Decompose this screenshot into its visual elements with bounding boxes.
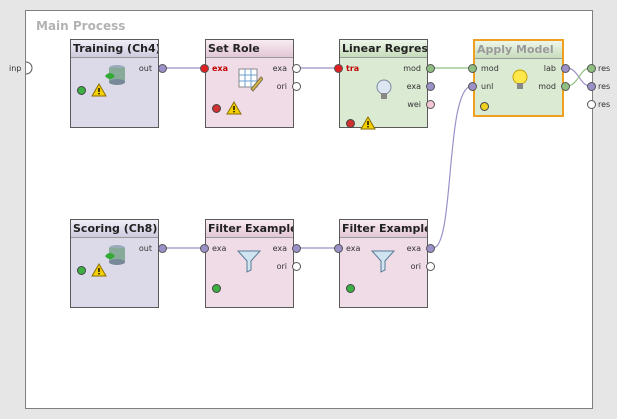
process-output-port-3[interactable] [587, 100, 596, 109]
process-input-label: inp [9, 64, 22, 73]
operator-training[interactable]: Training (Ch4) out [70, 39, 159, 128]
operator-title: Set Role [206, 40, 293, 58]
operator-title: Filter Examples [206, 220, 293, 238]
operator-title: Training (Ch4) [71, 40, 158, 58]
port-label-ori-out: ori [276, 82, 287, 91]
process-output-label-1: res [598, 64, 611, 73]
port-label-ori-out: ori [276, 262, 287, 271]
warning-icon [91, 263, 107, 277]
filter1-exa-out-port[interactable] [292, 244, 301, 253]
linreg-wei-out-port[interactable] [426, 100, 435, 109]
funnel-icon [236, 250, 262, 273]
operator-title: Linear Regres... [340, 40, 427, 58]
port-label-lab-out: lab [543, 64, 556, 73]
apply-mod-in-port[interactable] [468, 64, 477, 73]
port-label-exa-out: exa [406, 244, 421, 253]
setrole-ori-out-port[interactable] [292, 82, 301, 91]
warning-icon [226, 101, 242, 115]
process-output-label-3: res [598, 100, 611, 109]
port-label-tra-in: tra [346, 64, 360, 73]
filter1-exa-in-port[interactable] [200, 244, 209, 253]
training-out-port[interactable] [158, 64, 167, 73]
operator-title: Apply Model [475, 41, 562, 59]
status-ok-icon [77, 266, 86, 275]
filter2-exa-in-port[interactable] [334, 244, 343, 253]
port-label-ori-out: ori [410, 262, 421, 271]
warning-icon [91, 83, 107, 97]
port-label-unl-in: unl [481, 82, 494, 91]
database-icon [105, 245, 125, 265]
port-label-exa-in: exa [346, 244, 361, 253]
process-output-port-1[interactable] [587, 64, 596, 73]
status-ok-icon [212, 284, 221, 293]
process-output-label-2: res [598, 82, 611, 91]
lightbulb-lit-icon [512, 69, 528, 89]
port-label-out: out [138, 244, 152, 253]
process-output-port-2[interactable] [587, 82, 596, 91]
database-icon [105, 65, 125, 85]
linreg-tra-in-port[interactable] [334, 64, 343, 73]
operator-filter-examples-1[interactable]: Filter Examples exa exa ori [205, 219, 294, 308]
operator-apply-model[interactable]: Apply Model mod unl lab mod [473, 39, 564, 117]
port-label-wei-out: wei [407, 100, 421, 109]
filter2-exa-out-port[interactable] [426, 244, 435, 253]
operator-title: Filter Example... [340, 220, 427, 238]
port-label-exa-in: exa [212, 64, 228, 73]
linreg-exa-out-port[interactable] [426, 82, 435, 91]
status-error-icon [212, 104, 221, 113]
scoring-out-port[interactable] [158, 244, 167, 253]
warning-icon [360, 116, 376, 130]
port-label-mod-out: mod [538, 82, 556, 91]
status-error-icon [346, 119, 355, 128]
linreg-mod-out-port[interactable] [426, 64, 435, 73]
status-pending-icon [480, 102, 489, 111]
operator-linear-regression[interactable]: Linear Regres... tra mod exa wei [339, 39, 428, 130]
funnel-icon [370, 250, 396, 273]
operator-title: Scoring (Ch8) [71, 220, 158, 238]
port-label-mod-out: mod [403, 64, 421, 73]
status-ok-icon [346, 284, 355, 293]
apply-mod-out-port[interactable] [561, 82, 570, 91]
setrole-exa-in-port[interactable] [200, 64, 209, 73]
setrole-exa-out-port[interactable] [292, 64, 301, 73]
table-edit-icon [238, 68, 263, 92]
port-label-exa-out: exa [406, 82, 421, 91]
filter1-ori-out-port[interactable] [292, 262, 301, 271]
process-title: Main Process [36, 19, 126, 33]
filter2-ori-out-port[interactable] [426, 262, 435, 271]
port-label-out: out [138, 64, 152, 73]
port-label-exa-out: exa [272, 64, 287, 73]
port-label-mod-in: mod [481, 64, 499, 73]
apply-lab-out-port[interactable] [561, 64, 570, 73]
port-label-exa-in: exa [212, 244, 227, 253]
lightbulb-icon [376, 79, 392, 99]
operator-set-role[interactable]: Set Role exa exa ori [205, 39, 294, 128]
operator-scoring[interactable]: Scoring (Ch8) out [70, 219, 159, 308]
apply-unl-in-port[interactable] [468, 82, 477, 91]
port-label-exa-out: exa [272, 244, 287, 253]
status-ok-icon [77, 86, 86, 95]
